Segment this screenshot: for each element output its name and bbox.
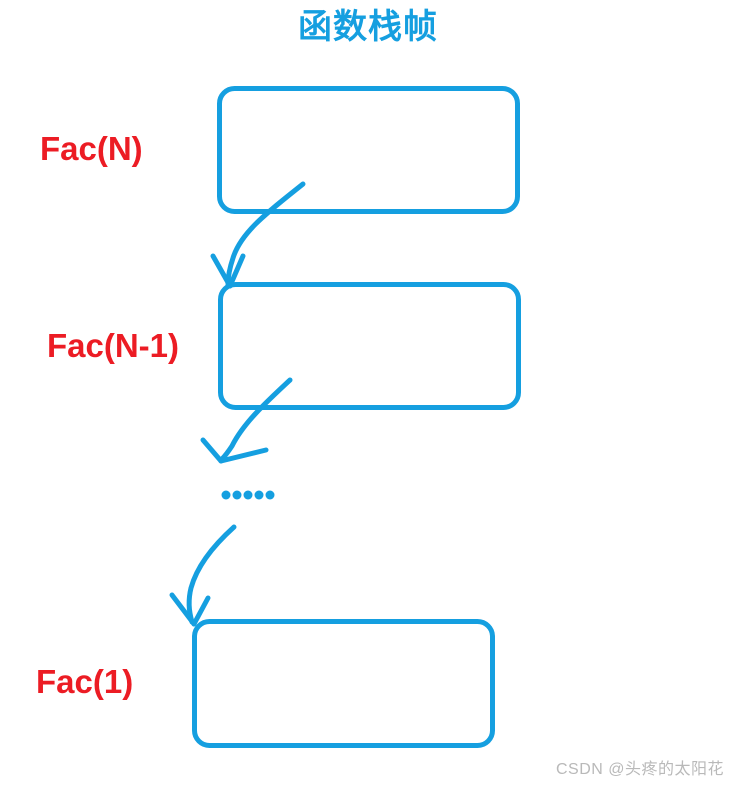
recursion-arrow-1: [210, 181, 306, 289]
recursion-arrow-2: [200, 377, 293, 464]
stack-frame-box-fac-1: [192, 619, 495, 748]
ellipsis-dots: [221, 490, 275, 500]
stack-frame-box-fac-n: [217, 86, 520, 214]
frame-label-fac-n-1: Fac(N-1): [47, 327, 180, 364]
frame-label-fac-n: Fac(N): [40, 130, 143, 167]
frame-label-fac-1: Fac(1): [36, 663, 134, 700]
watermark: CSDN @头疼的太阳花: [555, 761, 724, 778]
page-title: 函数栈帧: [298, 8, 438, 46]
stack-frame-box-fac-n-1: [218, 282, 521, 410]
recursion-arrow-3: [169, 524, 237, 627]
